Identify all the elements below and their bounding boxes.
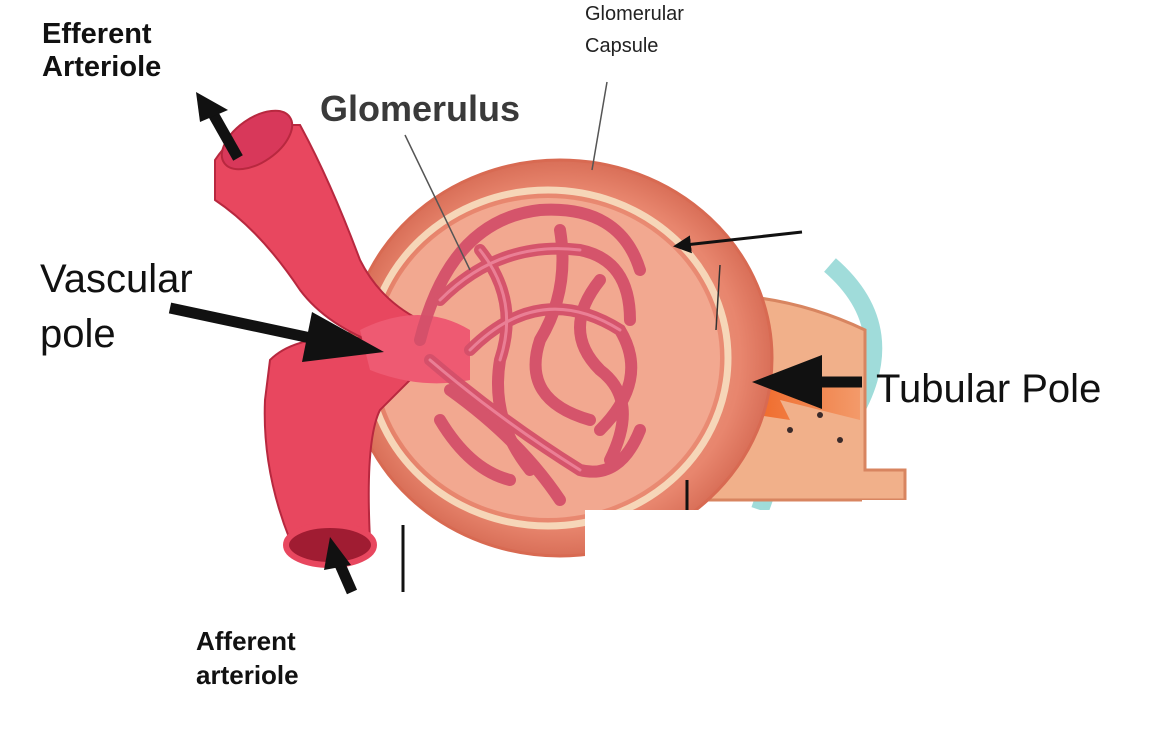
tubule-leader bbox=[715, 264, 721, 331]
tubular-pole-arrow bbox=[752, 355, 862, 409]
efferent-label-line2: Arteriole bbox=[42, 51, 162, 84]
afferent-label-line2: arteriole bbox=[196, 660, 299, 690]
capsule-label-line1: Glomerular bbox=[585, 3, 684, 25]
afferent-flow-arrow bbox=[324, 537, 358, 595]
glomerulus-label: Glomerulus bbox=[320, 88, 521, 129]
vascular-pole-arrow bbox=[168, 302, 384, 362]
mask-right bbox=[862, 500, 922, 630]
tubular-pole-label: Tubular Pole bbox=[876, 367, 1102, 411]
vascular-label-line1: Vascular bbox=[40, 257, 193, 301]
mask-lower bbox=[585, 510, 915, 630]
vascular-label-line2: pole bbox=[40, 312, 116, 356]
afferent-label-line1: Afferent bbox=[196, 626, 296, 656]
glomerulus-leader bbox=[404, 134, 471, 271]
vascular-pole-label: Vascular pole bbox=[40, 252, 193, 362]
capillary-highlights bbox=[428, 247, 622, 472]
capsule-label-line2: Capsule bbox=[585, 35, 659, 57]
capsule-leader bbox=[591, 81, 608, 171]
efferent-label-line1: Efferent bbox=[42, 18, 152, 50]
efferent-arteriole-label: Efferent Arteriole bbox=[42, 18, 161, 85]
capsule-pointer-arrow bbox=[673, 230, 803, 254]
glomerular-capsule-label: Glomerular Capsule bbox=[585, 0, 684, 62]
efferent-flow-arrow bbox=[196, 92, 243, 161]
afferent-arteriole-label: Afferent arteriole bbox=[196, 624, 299, 692]
